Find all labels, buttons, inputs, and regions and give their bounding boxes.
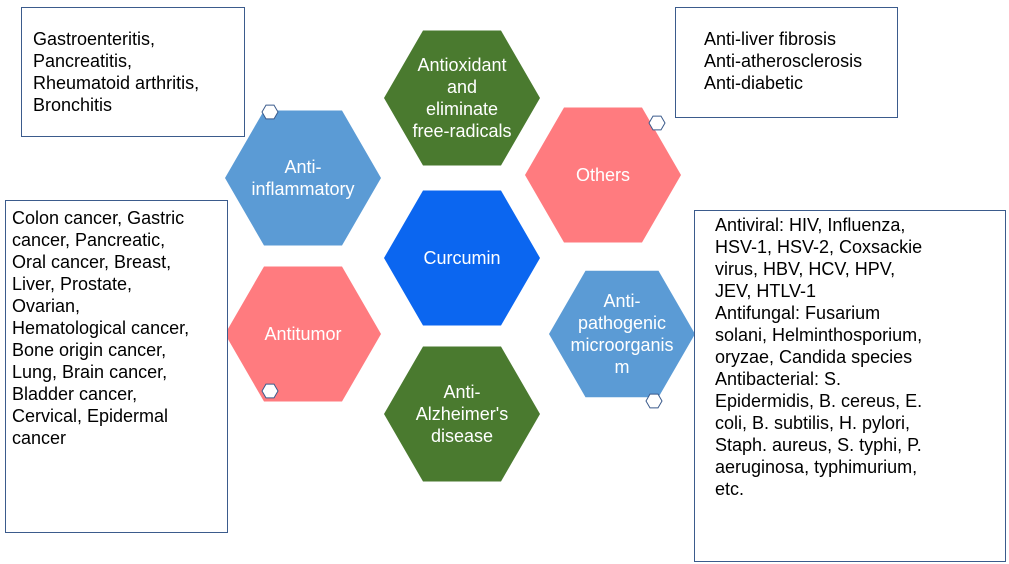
small-hexagon-shape xyxy=(648,115,666,131)
hexagon-shape xyxy=(384,346,540,482)
box-line: Gastroenteritis, xyxy=(33,29,156,49)
hexagon-anti-inflammatory: Anti-inflammatory xyxy=(225,110,381,246)
box-line: Pancreatitis, xyxy=(33,51,133,71)
box-line: Antifungal: Fusarium xyxy=(715,303,881,323)
hexagon-label: disease xyxy=(431,426,493,446)
hexagon-shape xyxy=(384,30,540,166)
small-hexagon-marker xyxy=(645,393,663,409)
hexagon-shape xyxy=(225,110,381,246)
hexagon-others: Others xyxy=(525,107,681,243)
box-line: Antibacterial: S. xyxy=(715,369,842,389)
hexagon-label: m xyxy=(615,357,630,377)
hexagon-shape xyxy=(525,107,681,243)
box-line: JEV, HTLV-1 xyxy=(715,281,817,301)
hexagon-label: and xyxy=(447,77,477,97)
hexagon-label: inflammatory xyxy=(251,179,354,199)
box-line: oryzae, Candida species xyxy=(715,347,913,367)
box-line: Staph. aureus, S. typhi, P. xyxy=(715,435,922,455)
box-inflammatory-diseases: Gastroenteritis,Pancreatitis,Rheumatoid … xyxy=(21,7,245,137)
small-hexagon-marker xyxy=(261,383,279,399)
box-line: Rheumatoid arthritis, xyxy=(33,73,200,93)
box-line: Epidermidis, B. cereus, E. xyxy=(715,391,923,411)
box-line: Lung, Brain cancer, xyxy=(12,362,168,382)
box-line: cancer xyxy=(12,428,67,448)
box-line: Colon cancer, Gastric xyxy=(12,208,185,228)
hexagon-shape xyxy=(384,190,540,326)
box-line: Antiviral: HIV, Influenza, xyxy=(715,215,906,235)
hexagon-shape xyxy=(225,266,381,402)
box-line: Anti-atherosclerosis xyxy=(704,51,863,71)
box-line: coli, B. subtilis, H. pylori, xyxy=(715,413,911,433)
small-hexagon-shape xyxy=(261,383,279,399)
box-line: solani, Helminthosporium, xyxy=(715,325,923,345)
hexagon-label: Antioxidant xyxy=(417,55,506,75)
hexagon-label: Alzheimer's xyxy=(416,404,508,424)
hexagon-label: Anti- xyxy=(603,291,640,311)
box-line: HSV-1, HSV-2, Coxsackie xyxy=(715,237,923,257)
small-hexagon-marker xyxy=(648,115,666,131)
box-line: Anti-diabetic xyxy=(704,73,804,93)
box-line: virus, HBV, HCV, HPV, xyxy=(715,259,896,279)
box-line: Bladder cancer, xyxy=(12,384,138,404)
box-line: Oral cancer, Breast, xyxy=(12,252,172,272)
hexagon-label: Anti- xyxy=(443,382,480,402)
hexagon-label: Others xyxy=(576,165,630,185)
box-line: Bone origin cancer, xyxy=(12,340,167,360)
hexagon-shape xyxy=(549,270,695,398)
box-line: aeruginosa, typhimurium, xyxy=(715,457,918,477)
box-line: Hematological cancer, xyxy=(12,318,190,338)
box-line: Ovarian, xyxy=(12,296,81,316)
box-pathogen-list: Antiviral: HIV, Influenza,HSV-1, HSV-2, … xyxy=(694,210,1006,562)
box-line: etc. xyxy=(715,479,745,499)
hexagon-label: free-radicals xyxy=(412,121,511,141)
small-hexagon-marker xyxy=(261,104,279,120)
box-line: Cervical, Epidermal xyxy=(12,406,169,426)
small-hexagon-shape xyxy=(261,104,279,120)
hexagon-label: microorganis xyxy=(570,335,673,355)
hexagon-label: eliminate xyxy=(426,99,498,119)
hexagon-label: Curcumin xyxy=(423,248,500,268)
box-line: Bronchitis xyxy=(33,95,113,115)
hexagon-label: pathogenic xyxy=(578,313,666,333)
hexagon-antitumor: Antitumor xyxy=(225,266,381,402)
box-line: Liver, Prostate, xyxy=(12,274,133,294)
hexagon-curcumin: Curcumin xyxy=(384,190,540,326)
box-line: cancer, Pancreatic, xyxy=(12,230,166,250)
small-hexagon-shape xyxy=(645,393,663,409)
hexagon-label: Antitumor xyxy=(264,324,341,344)
hexagon-label: Anti- xyxy=(284,157,321,177)
box-line: Anti-liver fibrosis xyxy=(704,29,837,49)
